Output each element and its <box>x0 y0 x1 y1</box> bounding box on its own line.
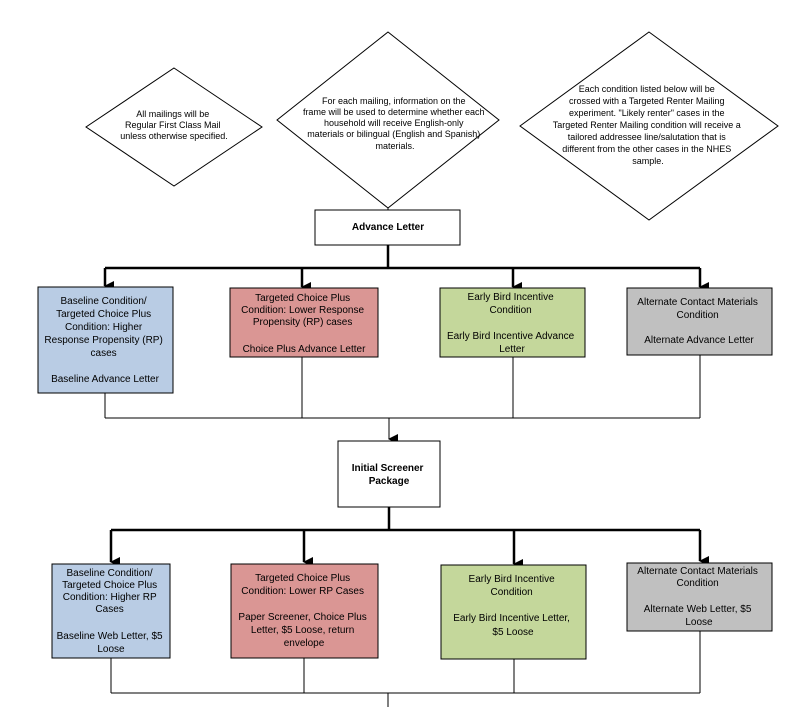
advance-early-bird-text: Early Bird Incentive Condition Early Bir… <box>447 292 577 355</box>
screener-condition-alternate: Alternate Contact Materials Condition Al… <box>626 562 773 632</box>
advance-condition-baseline: Baseline Condition/ Targeted Choice Plus… <box>37 286 174 394</box>
advance-alternate-text: Alternate Contact Materials Condition Al… <box>637 297 760 346</box>
screener-condition-baseline: Baseline Condition/ Targeted Choice Plus… <box>51 563 171 659</box>
advance-baseline-text: Baseline Condition/ Targeted Choice Plus… <box>44 296 165 385</box>
connectors-merge-1 <box>104 355 701 444</box>
screener-alternate-text: Alternate Contact Materials Condition Al… <box>637 566 760 628</box>
screener-choice-plus-text: Targeted Choice Plus Condition: Lower RP… <box>238 573 369 649</box>
screener-condition-early-bird: Early Bird Incentive Condition Early Bir… <box>440 564 587 660</box>
advance-letter-box: Advance Letter <box>314 209 461 246</box>
connectors-advance <box>103 208 709 292</box>
note-diamond-renter: Each condition listed below will be cros… <box>519 31 779 221</box>
connectors-screener <box>109 507 709 569</box>
note-language-text: For each mailing, information on the fra… <box>303 96 487 151</box>
advance-condition-alternate: Alternate Contact Materials Condition Al… <box>626 287 773 356</box>
screener-condition-choice-plus: Targeted Choice Plus Condition: Lower RP… <box>230 563 379 659</box>
advance-letter-label: Advance Letter <box>352 222 424 233</box>
initial-screener-box: Initial Screener Package <box>337 440 441 508</box>
note-renter-text: Each condition listed below will be cros… <box>553 84 744 166</box>
note-diamond-language: For each mailing, information on the fra… <box>276 31 500 209</box>
connectors-merge-2 <box>110 631 701 707</box>
advance-choice-plus-text: Targeted Choice Plus Condition: Lower Re… <box>241 293 367 355</box>
advance-condition-early-bird: Early Bird Incentive Condition Early Bir… <box>439 287 586 358</box>
advance-condition-choice-plus: Targeted Choice Plus Condition: Lower Re… <box>229 287 379 358</box>
note-mailing-class-text: All mailings will be Regular First Class… <box>120 109 228 141</box>
screener-early-bird-text: Early Bird Incentive Condition Early Bir… <box>453 574 573 638</box>
screener-baseline-text: Baseline Condition/ Targeted Choice Plus… <box>57 568 166 655</box>
initial-screener-label: Initial Screener Package <box>352 463 426 487</box>
note-diamond-mailing-class: All mailings will be Regular First Class… <box>85 67 263 187</box>
